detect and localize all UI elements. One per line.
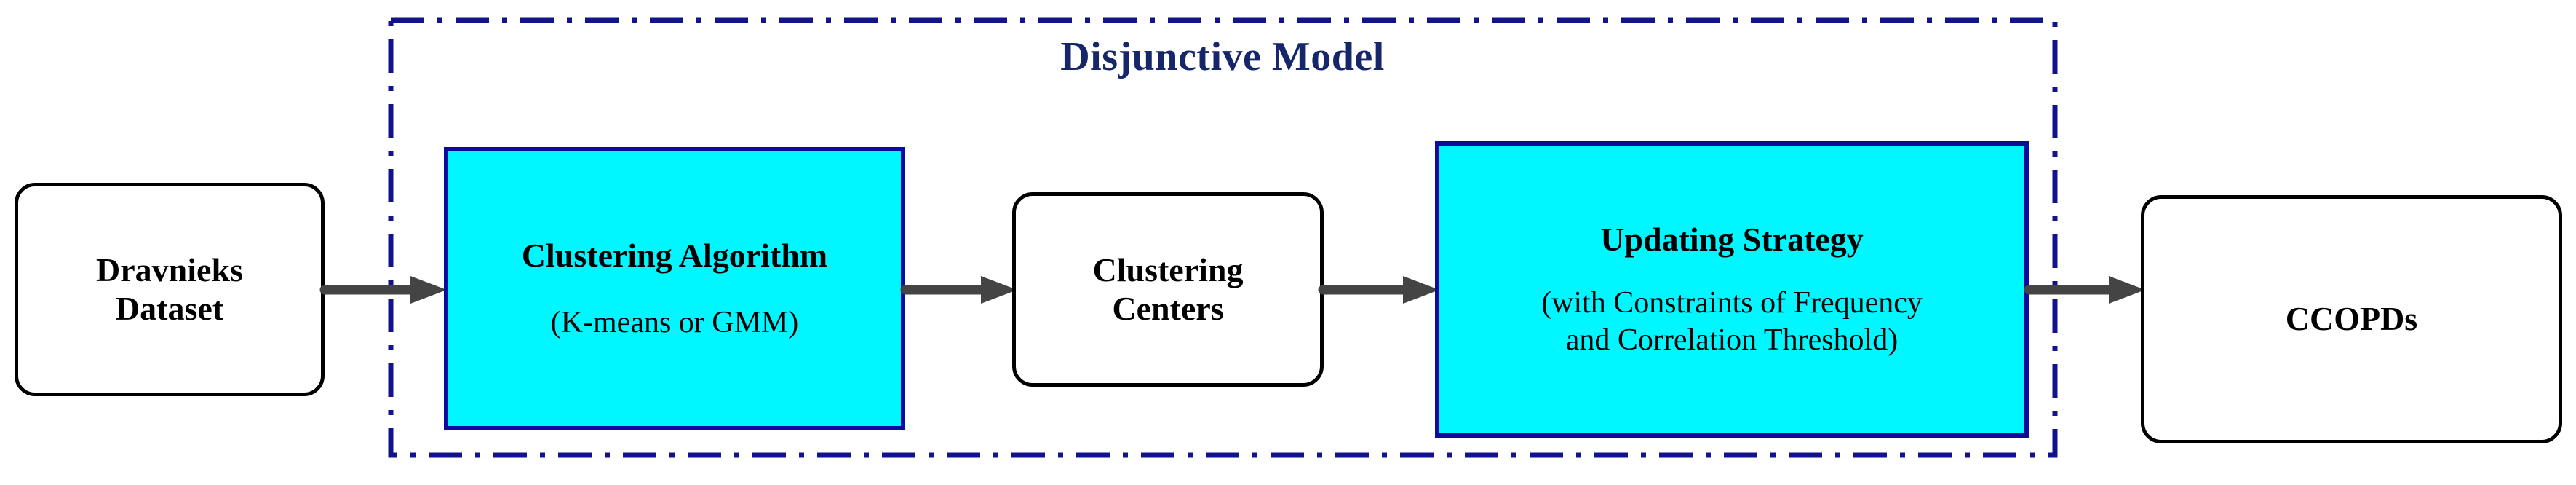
arrow-icon [900,276,1017,304]
node-clustering-algorithm-title: Clustering Algorithm [521,237,828,275]
node-clustering-algorithm-subtitle: (K-means or GMM) [550,305,799,339]
arrow-updating-strategy-to-ccopds [2024,273,2147,307]
node-updating-strategy-subtitle-line2: and Correlation Threshold) [1565,323,1899,357]
node-clustering-centers-line1: Clustering [1092,251,1244,289]
node-updating-strategy[interactable]: Updating Strategy (with Constraints of F… [1435,141,2029,438]
arrow-dravnieks-to-clustering-algorithm [319,273,448,307]
node-dravnieks-line2: Dataset [115,289,224,327]
disjunctive-model-container [388,17,2058,458]
arrow-icon [319,276,447,304]
arrow-clustering-centers-to-updating-strategy [1318,273,1441,307]
node-ccopds[interactable]: CCOPDs [2141,195,2562,443]
page-title: Disjunctive Model [1060,34,1385,79]
node-dravnieks-dataset[interactable]: Dravnieks Dataset [15,183,325,396]
arrow-icon [2024,276,2145,304]
node-dravnieks-line1: Dravnieks [96,251,243,289]
node-clustering-algorithm[interactable]: Clustering Algorithm (K-means or GMM) [444,147,905,430]
container-dashdot-border [388,17,2058,458]
arrow-icon [1318,276,1439,304]
node-updating-strategy-subtitle-line1: (with Constraints of Frequency [1541,286,1923,320]
node-clustering-centers[interactable]: Clustering Centers [1012,192,1324,387]
arrow-clustering-algorithm-to-clustering-centers [900,273,1019,307]
node-ccopds-label: CCOPDs [2285,300,2418,338]
node-updating-strategy-title: Updating Strategy [1600,220,1864,258]
node-updating-strategy-subtitle: (with Constraints of Frequency and Corre… [1541,285,1923,358]
node-clustering-centers-line2: Centers [1112,289,1224,327]
